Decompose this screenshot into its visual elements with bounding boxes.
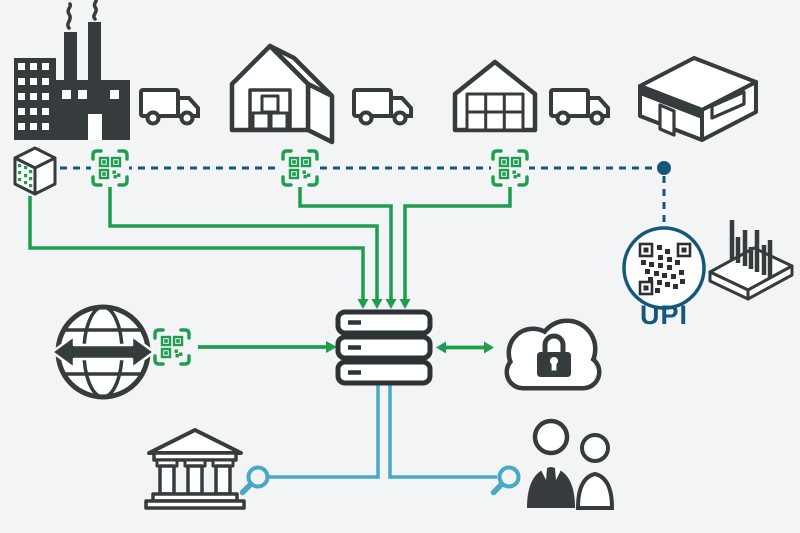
chain-end-dot [657, 161, 671, 175]
green-flow-arrowheads [357, 299, 411, 309]
globe-to-server-arrow [198, 341, 337, 353]
delivery-truck-icon [139, 88, 200, 126]
awning [640, 86, 702, 119]
upi-label: UPI [640, 300, 688, 330]
qr-scan-icon [489, 147, 531, 189]
upi-qr-badge: UPI [622, 226, 706, 330]
warehouse [229, 43, 335, 145]
barcode-3d-icon [708, 220, 794, 301]
smoke-icon [66, 2, 73, 30]
qr-scan-icon [279, 147, 321, 189]
qr-scan-icon [151, 326, 193, 368]
upi-qr-code [638, 242, 692, 296]
lock-icon [537, 333, 571, 377]
magnifier-icon [494, 468, 519, 493]
teal-audit-lines [269, 384, 497, 479]
delivery-truck-icon [549, 88, 610, 126]
factory [14, 0, 130, 140]
dashed-chain-line [60, 161, 671, 227]
qr-scan-icon [89, 147, 131, 189]
package-qr-icon [13, 146, 57, 196]
officials-icon [527, 418, 615, 510]
green-flow-lines [28, 187, 512, 300]
server-cloud-arrow [436, 341, 494, 354]
secure-cloud-icon [504, 318, 602, 391]
retail-store [638, 56, 758, 142]
bank-icon [144, 428, 246, 510]
globe-exchange-icon [50, 304, 156, 400]
magnifier-icon [243, 468, 268, 493]
smoke-icon [92, 0, 98, 21]
delivery-truck-icon [352, 88, 413, 126]
server-icon [335, 309, 433, 386]
distribution-store [452, 59, 538, 133]
